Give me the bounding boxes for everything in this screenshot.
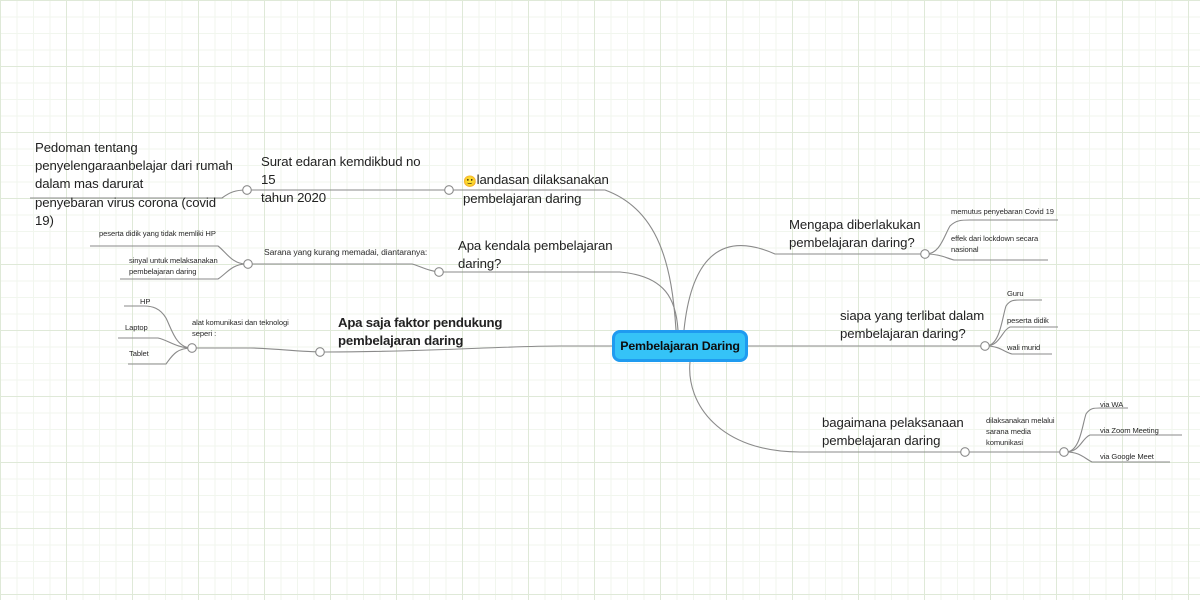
- node-sinyal[interactable]: sinyal untuk melaksanakan pembelajaran d…: [129, 256, 218, 276]
- node-landasan[interactable]: 🙂landasan dilaksanakan pembelajaran dari…: [463, 153, 628, 209]
- node-laptop[interactable]: Laptop: [125, 323, 148, 332]
- wire-faktor-alat: [196, 347, 326, 353]
- junction-dot-alat: [187, 343, 197, 353]
- node-surat-edaran[interactable]: Surat edaran kemdikbud no 15 tahun 2020: [261, 154, 421, 206]
- junction-dot-pedoman: [242, 185, 252, 195]
- node-siapa-terlibat[interactable]: siapa yang terlibat dalam pembelajaran d…: [840, 308, 985, 342]
- node-sarana-media[interactable]: dilaksanakan melalui sarana media komuni…: [986, 416, 1055, 447]
- node-peserta-didik[interactable]: peserta didik: [1007, 316, 1049, 325]
- junction-dot-media: [1059, 447, 1069, 457]
- node-kendala[interactable]: Apa kendala pembelajaran daring?: [458, 238, 613, 272]
- node-bagaimana-pelaksanaan[interactable]: bagaimana pelaksanaan pembelajaran darin…: [822, 415, 964, 449]
- node-guru[interactable]: Guru: [1007, 289, 1024, 298]
- node-alat-komunikasi[interactable]: alat komunikasi dan teknologi seperi :: [192, 318, 289, 338]
- junction-dot-kendala: [434, 267, 444, 277]
- node-wali-murid[interactable]: wali murid: [1007, 343, 1041, 352]
- node-tidak-memiliki-hp[interactable]: peserta didik yang tidak memliki HP: [99, 229, 216, 238]
- root-node[interactable]: Pembelajaran Daring: [612, 330, 748, 362]
- node-effek-lockdown[interactable]: effek dari lockdown secara nasional: [951, 234, 1039, 254]
- junction-dot-faktor: [315, 347, 325, 357]
- root-node-label: Pembelajaran Daring: [620, 339, 740, 353]
- node-pedoman[interactable]: Pedoman tentang penyelengaraanbelajar da…: [35, 140, 233, 228]
- node-landasan-label: landasan dilaksanakan pembelajaran darin…: [463, 172, 609, 207]
- node-hp[interactable]: HP: [140, 297, 151, 306]
- node-sarana[interactable]: Sarana yang kurang memadai, diantaranya:: [264, 247, 428, 257]
- node-memutus[interactable]: memutus penyebaran Covid 19: [951, 207, 1054, 216]
- node-mengapa[interactable]: Mengapa diberlakukan pembelajaran daring…: [789, 217, 921, 251]
- node-via-zoom[interactable]: via Zoom Meeting: [1100, 426, 1159, 435]
- junction-dot-surat-edaran: [444, 185, 454, 195]
- wire-kendala-sarana: [250, 263, 443, 273]
- node-faktor-pendukung[interactable]: Apa saja faktor pendukung pembelajaran d…: [338, 315, 503, 349]
- node-via-google-meet[interactable]: via Google Meet: [1100, 452, 1154, 461]
- wire-alat-laptop: [118, 337, 193, 349]
- node-tablet[interactable]: Tablet: [129, 349, 149, 358]
- wire-media-zoom: [1065, 434, 1182, 453]
- node-via-wa[interactable]: via WA: [1100, 400, 1124, 409]
- smiley-icon: 🙂: [463, 176, 477, 189]
